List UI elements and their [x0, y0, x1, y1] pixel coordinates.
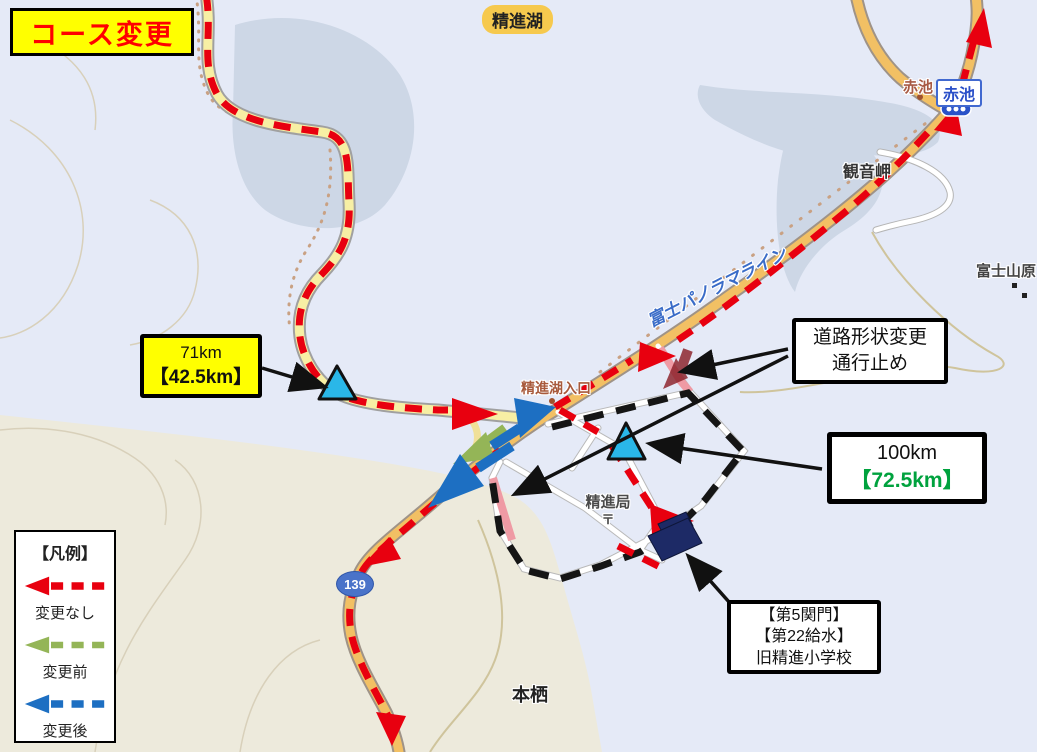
forest-map-dot2	[1022, 293, 1027, 298]
legend-item-after: 変更後	[23, 692, 107, 741]
km71-callout-box: 71km 【42.5km】	[140, 334, 262, 398]
checkpoint-callout-box: 【第5関門】 【第22給水】 旧精進小学校	[727, 600, 881, 674]
km71-line2: 【42.5km】	[149, 366, 253, 388]
lake-entrance-label: 精進湖入口	[521, 380, 591, 396]
lake-shape	[232, 18, 940, 292]
post-office-name: 精進局	[585, 494, 631, 511]
legend-arrow-after-icon	[24, 694, 106, 714]
fujisan-forest-label: 富士山原	[976, 263, 1037, 280]
course-before-arrow	[453, 424, 508, 464]
road-change-line2: 通行止め	[831, 353, 908, 374]
checkpoint-line2: 【第22給水】	[755, 628, 853, 646]
route-139-shield: 139	[336, 571, 374, 597]
legend-title: 【凡例】	[32, 546, 97, 563]
legend-label-after: 変更後	[42, 723, 88, 740]
km100-callout-box: 100km 【72.5km】	[827, 432, 987, 504]
legend-arrow-before-icon	[24, 636, 106, 654]
akaike-sign-label: 赤池	[936, 79, 983, 107]
akaike-poi-dot	[917, 94, 923, 100]
legend-label-before: 変更前	[42, 664, 88, 681]
km100-line1: 100km	[876, 442, 938, 465]
legend-item-before: 変更前	[23, 633, 107, 682]
post-office-label: 精進局 〒	[574, 494, 642, 528]
legend-arrow-unchanged-icon	[24, 576, 106, 596]
legend-box: 【凡例】 変更なし 変更前 変更後	[14, 530, 116, 743]
lake-entrance-poi-dot	[549, 398, 555, 404]
course-change-title: コース変更	[10, 8, 194, 56]
forest-map-dot	[1012, 283, 1017, 288]
course-after-arrows	[428, 398, 556, 508]
km100-line2: 【72.5km】	[850, 469, 964, 493]
checkpoint-line3: 旧精進小学校	[755, 649, 852, 667]
terrain-shape	[0, 415, 602, 752]
kannon-cape-label: 観音岬	[843, 164, 892, 181]
km71-line1: 71km	[180, 342, 222, 362]
checkpoint-line1: 【第5関門】	[759, 606, 849, 624]
post-office-mark: 〒	[601, 512, 615, 527]
legend-item-unchanged: 変更なし	[23, 574, 107, 623]
road-change-loop	[488, 389, 748, 583]
road-change-callout-box: 道路形状変更 通行止め	[792, 318, 948, 384]
motosu-place-label: 本栖	[512, 685, 548, 705]
lake-name-label: 精進湖	[482, 5, 553, 34]
legend-label-unchanged: 変更なし	[34, 605, 95, 622]
road-change-line1: 道路形状変更	[812, 327, 927, 349]
school-building	[647, 511, 703, 562]
akaike-place-label: 赤池	[903, 79, 934, 96]
